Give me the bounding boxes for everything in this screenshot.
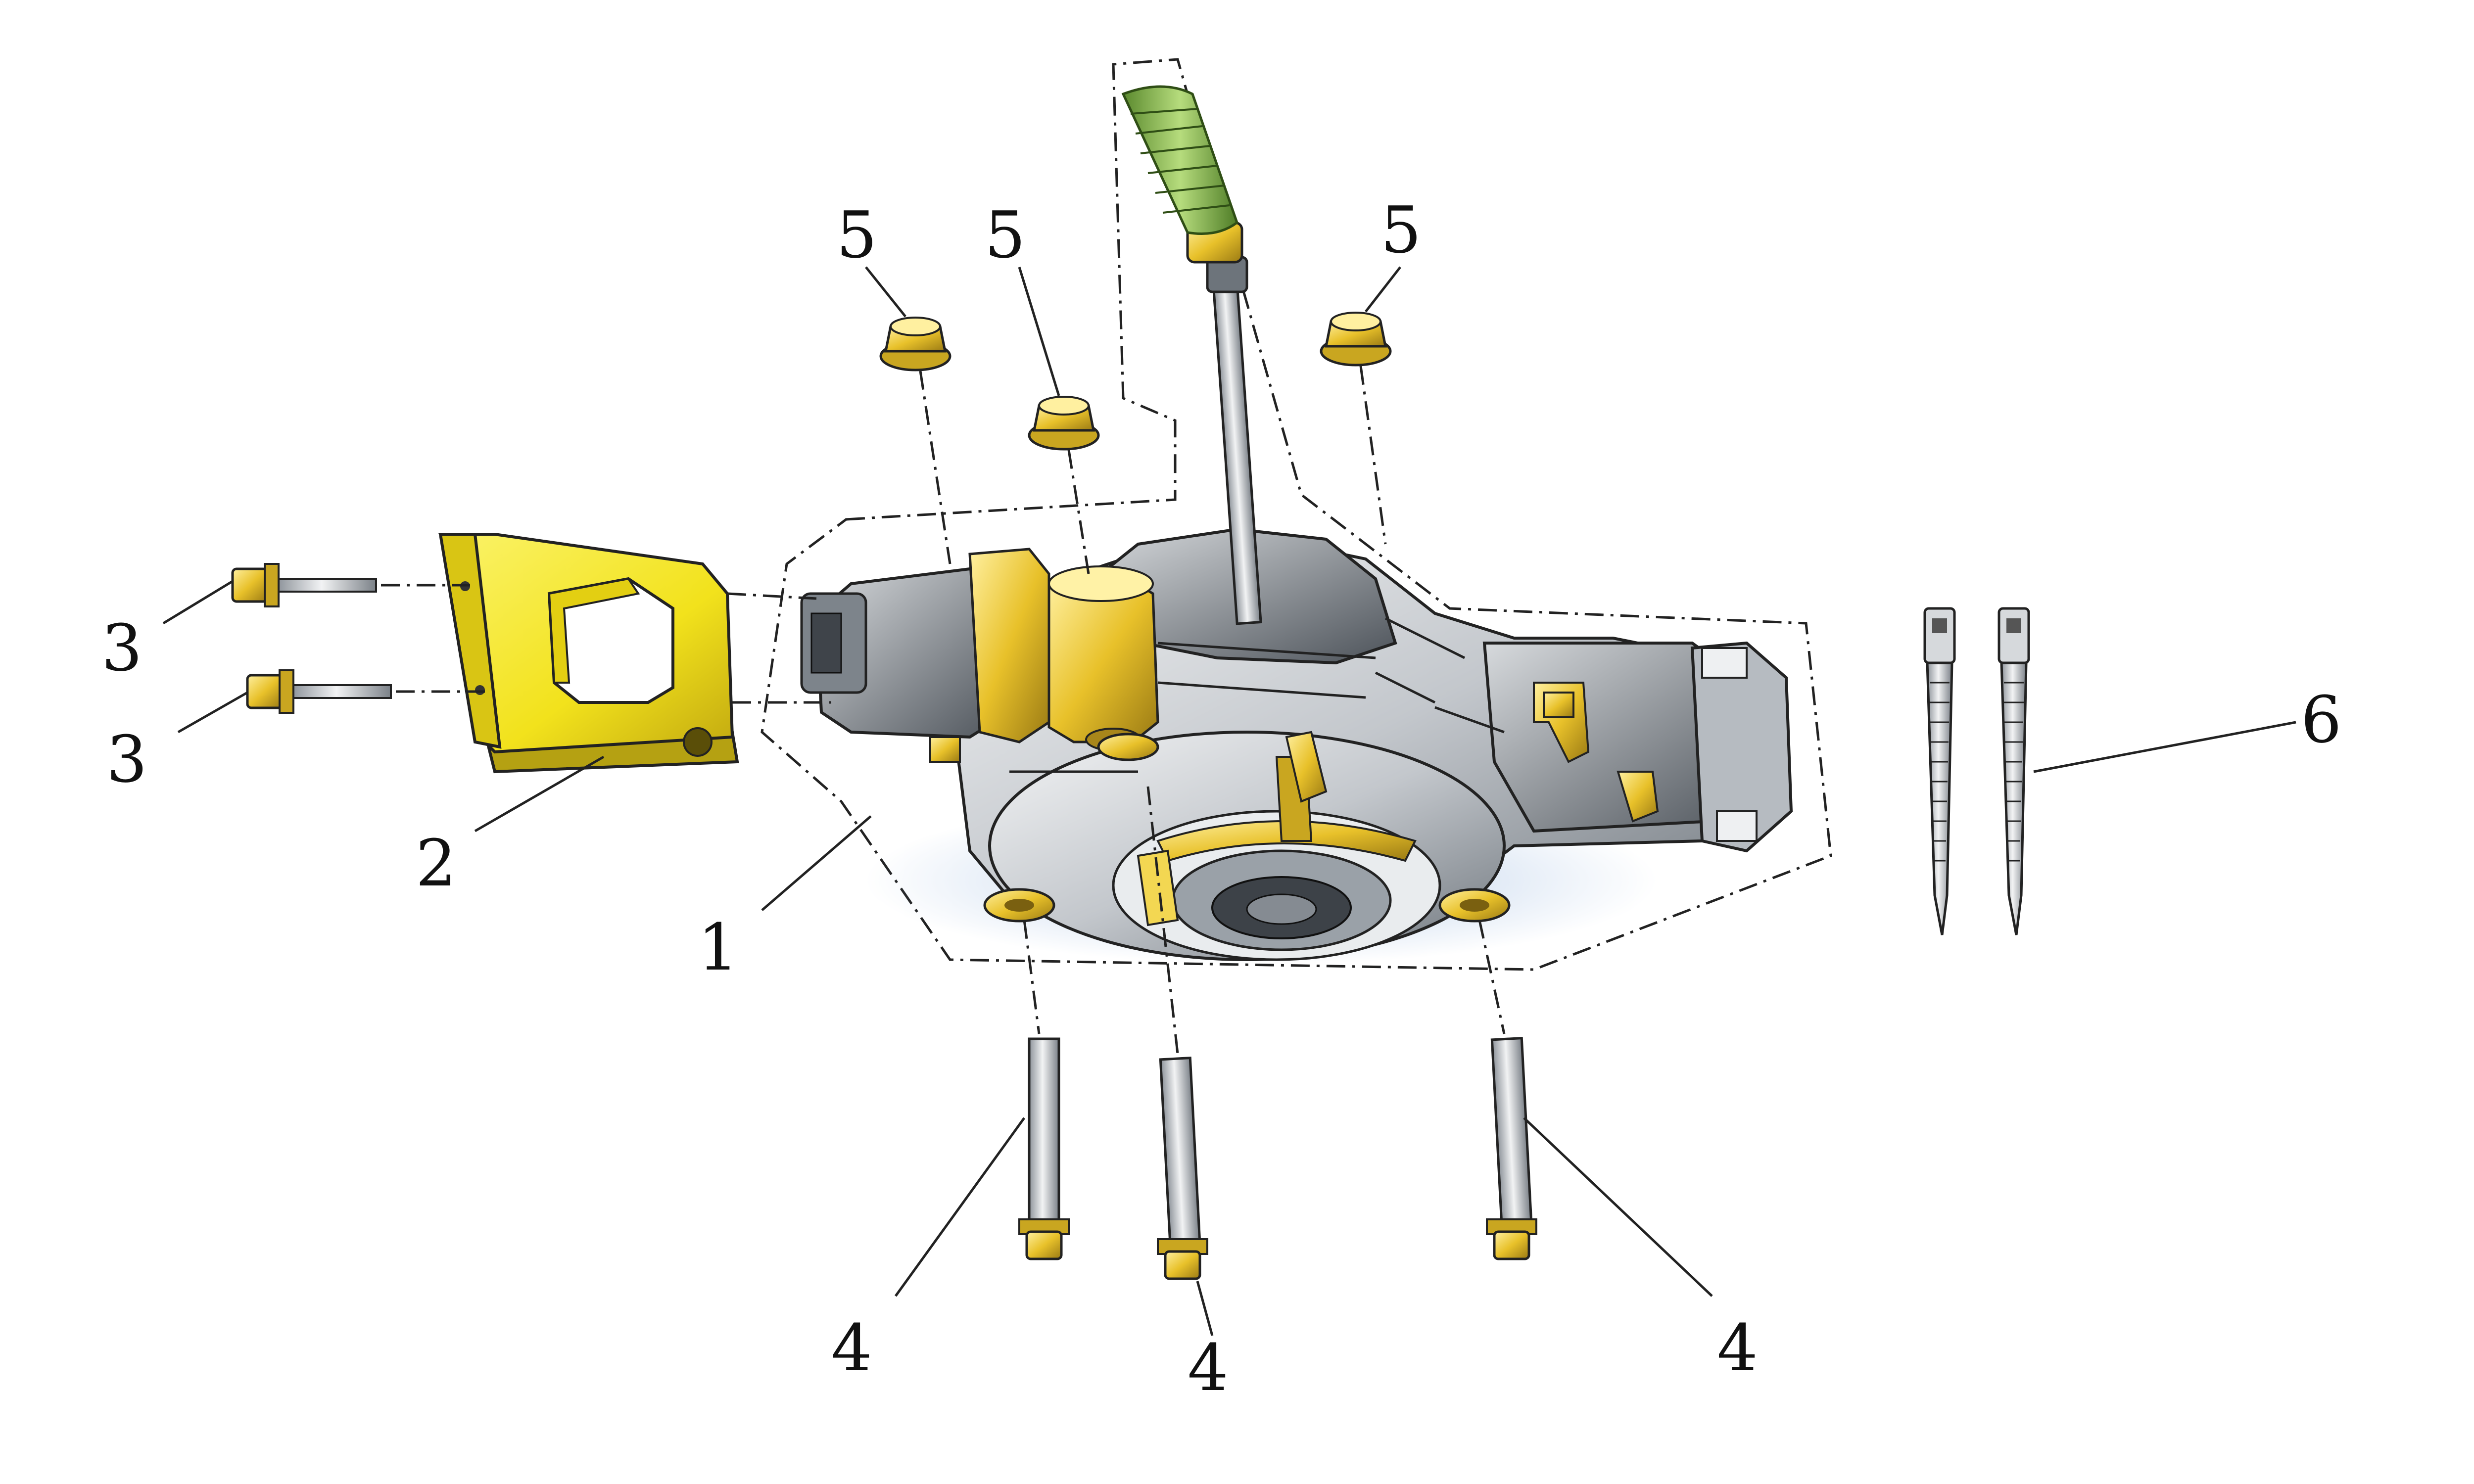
housing-detail-lines — [1009, 617, 1505, 773]
callout-6: 6 — [2301, 682, 2342, 757]
leader-5c — [1365, 266, 1401, 313]
tie-head — [1998, 607, 2030, 664]
tie-head-slot — [2006, 618, 2021, 633]
flange-bolt-long-right — [1486, 1037, 1537, 1260]
bolt-head — [246, 674, 284, 709]
bolt-shank — [1159, 1057, 1201, 1244]
callout-4-left: 4 — [831, 1310, 872, 1386]
bolt-flange — [279, 669, 294, 714]
actuator-connector-pin — [810, 612, 842, 674]
flange-rib-left — [1137, 849, 1179, 927]
bracket-left-edge — [438, 533, 502, 749]
cable-tie-left — [1923, 607, 1956, 935]
nut-top — [890, 317, 941, 336]
small-gold-clip-2 — [929, 736, 961, 763]
rear-cap-lug-bottom — [1716, 810, 1758, 842]
leader-2 — [474, 755, 605, 833]
tie-head — [1923, 607, 1956, 664]
callout-5-left: 5 — [836, 197, 877, 273]
nut-top — [1038, 396, 1090, 416]
tie-strap — [2000, 661, 2028, 935]
flange-nut-center — [1028, 396, 1100, 451]
leader-3a — [162, 580, 234, 625]
flange-bolt-long-center — [1157, 1057, 1208, 1280]
bracket-cutout-lip — [548, 577, 640, 684]
bolt3-lower-centerline — [396, 690, 831, 704]
gearbox-assembly — [761, 58, 1832, 971]
rubber-boot — [1121, 85, 1238, 235]
bolt-head — [1164, 1250, 1201, 1280]
leader-4c — [1523, 1117, 1713, 1297]
mounting-bracket — [438, 533, 739, 774]
bracket-hole-lower — [683, 727, 713, 757]
bolt3-upper-centerline — [381, 584, 817, 600]
tie-serrations — [1930, 682, 1950, 862]
gold-boss-top — [1048, 565, 1154, 602]
nut-top — [1330, 312, 1381, 331]
bolt-flange — [264, 563, 280, 607]
leader-5b — [1018, 267, 1060, 396]
nut5-right-centerline — [1359, 366, 1387, 545]
bolt-head — [1493, 1230, 1530, 1260]
leader-4b — [1196, 1281, 1214, 1336]
bolt-shank — [291, 684, 392, 699]
bracket-hole-2 — [475, 685, 485, 695]
gold-cylinder-boss — [1047, 577, 1159, 743]
flange-bolt-short-lower — [246, 669, 392, 714]
bracket-cutout — [547, 577, 674, 704]
flange-bolt-short-upper — [231, 563, 377, 607]
callout-4-center: 4 — [1188, 1330, 1229, 1405]
callout-4-right: 4 — [1717, 1310, 1758, 1386]
bolt-head — [231, 567, 269, 603]
callout-1: 1 — [698, 910, 739, 985]
tie-head-slot — [1932, 618, 1947, 633]
rear-gold-clip — [1617, 771, 1659, 823]
base-boss-left-hole — [1004, 899, 1034, 912]
base-boss-center — [1097, 733, 1159, 761]
small-gold-clip-1 — [1543, 692, 1574, 718]
callout-5-right: 5 — [1380, 192, 1422, 268]
callout-3-lower: 3 — [106, 722, 147, 797]
nut5-left-centerline — [919, 371, 952, 564]
rear-end-cap — [1690, 641, 1793, 853]
bolt-shank — [1490, 1037, 1533, 1224]
cable-tie-right — [1998, 607, 2030, 935]
leader-1 — [761, 815, 872, 911]
output-bore-hub — [1246, 893, 1317, 925]
flange-nut-left — [879, 317, 952, 371]
base-boss-right-hole — [1460, 899, 1489, 912]
callout-5-center: 5 — [985, 197, 1026, 273]
bolt4-right-centerline — [1478, 920, 1506, 1034]
flange-nut-right — [1320, 312, 1392, 367]
bolt-head — [1025, 1230, 1063, 1260]
leader-6 — [2033, 721, 2296, 773]
callout-3-upper: 3 — [101, 610, 143, 686]
actuator-gold-flange — [968, 548, 1050, 743]
rear-cap-lug-top — [1701, 647, 1748, 679]
boot-ribs — [1130, 108, 1230, 214]
assembly-boundary — [761, 58, 1832, 971]
callout-2: 2 — [416, 826, 457, 901]
tie-strap — [1926, 661, 1953, 935]
housing-rib-gold — [1285, 731, 1328, 803]
bolt-shank — [1028, 1037, 1060, 1223]
bolt-shank — [276, 578, 377, 593]
leader-4a — [894, 1117, 1026, 1297]
nut5-center-centerline — [1067, 450, 1090, 574]
flange-bolt-long-left — [1018, 1037, 1070, 1260]
leader-3b — [177, 691, 248, 734]
bolt4-center-centerline — [1146, 786, 1179, 1054]
tie-serrations — [2004, 682, 2024, 862]
leader-5a — [865, 266, 906, 318]
